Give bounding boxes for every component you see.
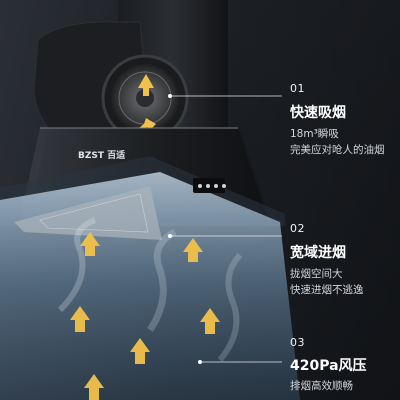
feature-1-description: 18m³瞬吸 完美应对呛人的油烟 <box>290 126 385 158</box>
brand-logo-text: BZST 百适 <box>78 151 126 161</box>
fan-wheel <box>101 54 189 142</box>
oil-filter <box>14 186 162 240</box>
feature-2-title: 宽域进烟 <box>290 245 346 261</box>
up-arrow-icon <box>138 74 154 96</box>
feature-2-desc-line-2: 快速进烟不逃逸 <box>290 284 364 296</box>
control-panel <box>193 178 226 193</box>
brand-logo: BZST 百适 <box>78 148 125 161</box>
feature-1-desc-line-2: 完美应对呛人的油烟 <box>290 144 385 156</box>
feature-2-desc-line-1: 拢烟空间大 <box>290 268 343 280</box>
feature-3-description: 排烟高效顺畅 <box>290 378 353 394</box>
feature-2-number: 02 <box>290 222 305 235</box>
feature-1-desc-line-1: 18m³瞬吸 <box>290 128 339 140</box>
feature-1-title: 快速吸烟 <box>290 105 346 121</box>
feature-3-title: 420Pa风压 <box>290 358 367 374</box>
airflow-arrows <box>70 232 220 400</box>
feature-2-description: 拢烟空间大 快速进烟不逃逸 <box>290 266 364 298</box>
feature-3-desc-line-1: 排烟高效顺畅 <box>290 380 353 392</box>
feature-3-number: 03 <box>290 336 305 349</box>
feature-1-number: 01 <box>290 82 305 95</box>
